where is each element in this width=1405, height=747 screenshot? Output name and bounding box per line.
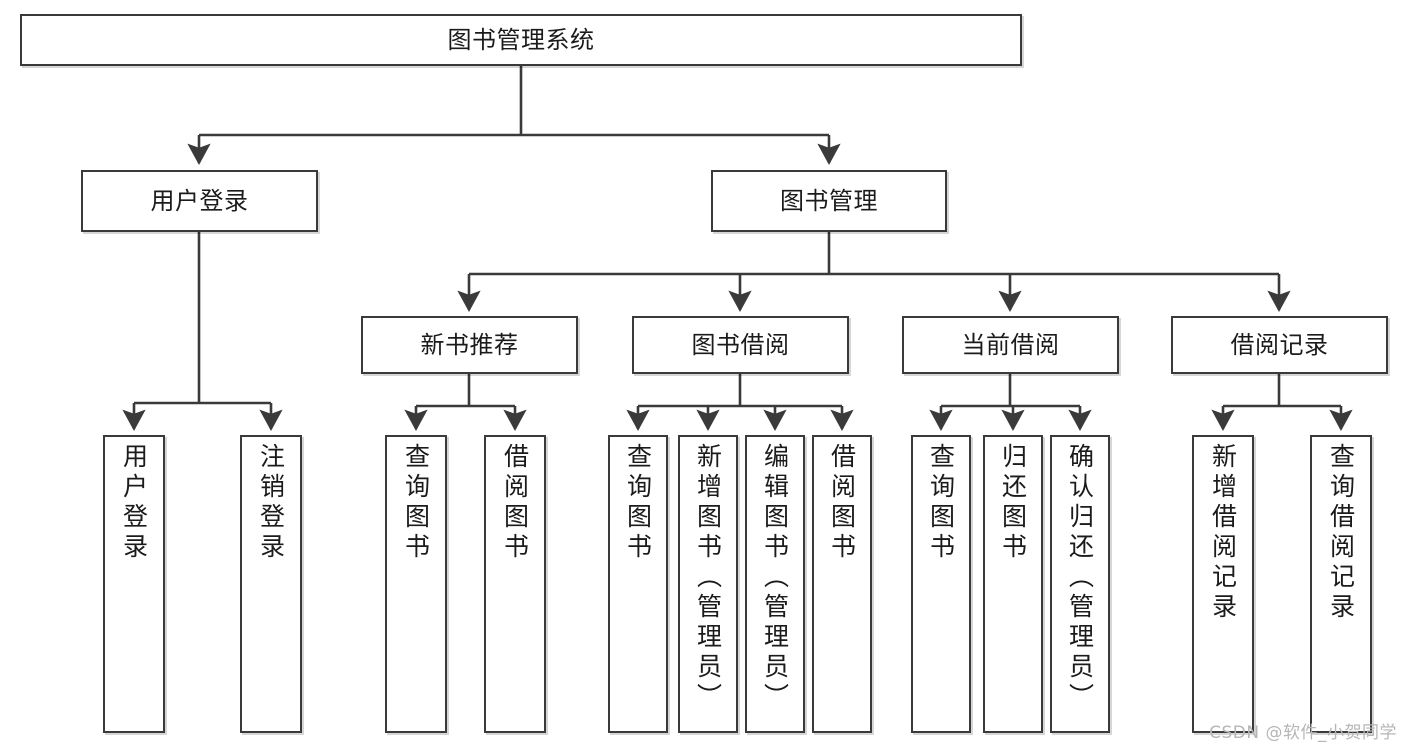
node-leaf-add-borrow-record[interactable]: 新增借阅记录	[1192, 435, 1254, 733]
node-book-borrow-label: 图书借阅	[691, 331, 790, 359]
node-leaf-confirm-return-admin-label: 确认归还（管理员）	[1065, 443, 1095, 713]
node-leaf-add-borrow-record-label: 新增借阅记录	[1208, 443, 1238, 623]
node-leaf-query-borrow-record[interactable]: 查询借阅记录	[1310, 435, 1372, 733]
node-root-label: 图书管理系统	[447, 26, 595, 54]
node-user-login[interactable]: 用户登录	[81, 170, 318, 232]
node-leaf-query-book-borrow-label: 查询图书	[623, 443, 653, 563]
node-leaf-query-book-current[interactable]: 查询图书	[911, 435, 971, 733]
node-leaf-query-book-borrow[interactable]: 查询图书	[608, 435, 668, 733]
node-new-book-recommend[interactable]: 新书推荐	[361, 316, 578, 374]
node-leaf-borrow-book-recommend-label: 借阅图书	[500, 443, 530, 563]
node-root[interactable]: 图书管理系统	[20, 14, 1022, 66]
node-leaf-return-book-label: 归还图书	[998, 443, 1028, 563]
node-leaf-logout-login-label: 注销登录	[256, 443, 286, 563]
csdn-watermark: CSDN @软件_小贺同学	[1209, 723, 1397, 743]
node-current-borrow-label: 当前借阅	[961, 331, 1060, 359]
node-leaf-query-book-current-label: 查询图书	[926, 443, 956, 563]
node-leaf-borrow-book[interactable]: 借阅图书	[812, 435, 872, 733]
node-new-book-recommend-label: 新书推荐	[420, 331, 519, 359]
node-leaf-edit-book-admin[interactable]: 编辑图书（管理员）	[745, 435, 805, 733]
node-book-manage[interactable]: 图书管理	[711, 170, 947, 232]
node-leaf-user-login-label: 用户登录	[119, 443, 149, 563]
node-leaf-edit-book-admin-label: 编辑图书（管理员）	[760, 443, 790, 713]
node-current-borrow[interactable]: 当前借阅	[902, 316, 1119, 374]
node-leaf-confirm-return-admin[interactable]: 确认归还（管理员）	[1050, 435, 1110, 733]
node-borrow-record-label: 借阅记录	[1230, 331, 1329, 359]
node-leaf-borrow-book-label: 借阅图书	[827, 443, 857, 563]
node-user-login-label: 用户登录	[150, 187, 249, 215]
node-leaf-borrow-book-recommend[interactable]: 借阅图书	[484, 435, 546, 733]
node-borrow-record[interactable]: 借阅记录	[1171, 316, 1388, 374]
node-book-manage-label: 图书管理	[780, 187, 878, 215]
node-leaf-user-login[interactable]: 用户登录	[103, 435, 165, 733]
node-leaf-add-book-admin[interactable]: 新增图书（管理员）	[678, 435, 738, 733]
node-leaf-query-book-recommend-label: 查询图书	[401, 443, 431, 563]
node-leaf-add-book-admin-label: 新增图书（管理员）	[693, 443, 723, 713]
node-leaf-query-borrow-record-label: 查询借阅记录	[1326, 443, 1356, 623]
node-leaf-return-book[interactable]: 归还图书	[983, 435, 1043, 733]
node-book-borrow[interactable]: 图书借阅	[632, 316, 849, 374]
node-leaf-logout-login[interactable]: 注销登录	[240, 435, 302, 733]
node-leaf-query-book-recommend[interactable]: 查询图书	[385, 435, 447, 733]
